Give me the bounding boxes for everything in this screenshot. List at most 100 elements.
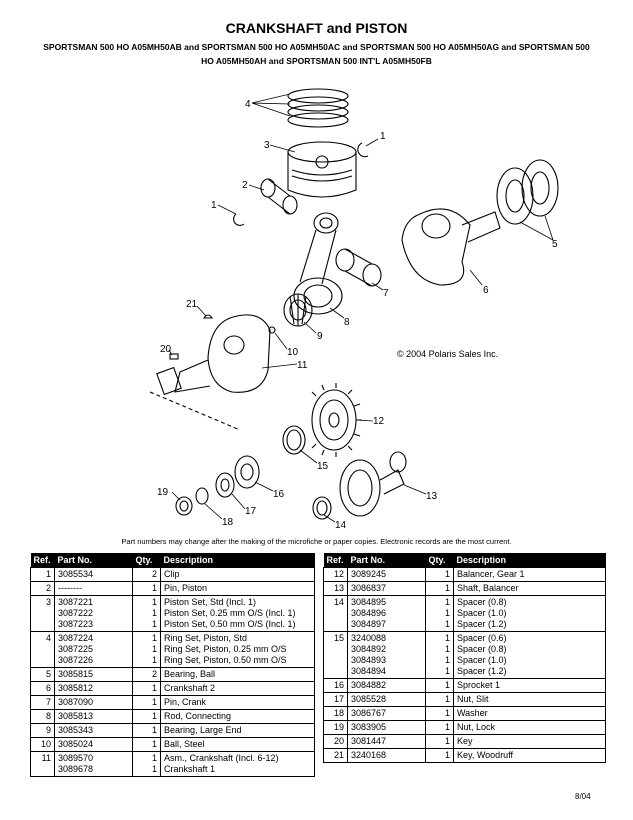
col-desc-header: Description: [453, 553, 606, 568]
cell-qty: 1: [132, 737, 161, 752]
cell-desc: Spacer (0.6) Spacer (0.8) Spacer (1.0) S…: [453, 631, 606, 679]
balancer-shaft: [339, 451, 407, 517]
callout-label: 2: [242, 180, 248, 191]
woodruff-key: [202, 314, 214, 319]
page-title: CRANKSHAFT and PISTON: [225, 20, 408, 36]
cell-part: 3085534: [54, 567, 133, 582]
spacer: [312, 496, 332, 520]
piston: [287, 141, 357, 198]
col-qty-header: Qty.: [425, 553, 454, 568]
col-part-header: Part No.: [347, 553, 426, 568]
cell-ref: 3: [30, 595, 55, 632]
cell-desc: Key, Woodruff: [453, 748, 606, 763]
clip: [233, 213, 245, 226]
cell-ref: 10: [30, 737, 55, 752]
cell-ref: 20: [323, 734, 348, 749]
cell-qty: 1: [132, 709, 161, 724]
cell-part: 3084882: [347, 678, 426, 693]
callout-label: 12: [373, 416, 385, 427]
piston-rings: [287, 88, 349, 128]
cell-qty: 1: [425, 748, 454, 763]
cell-qty: 1: [132, 723, 161, 738]
cell-ref: 1: [30, 567, 55, 582]
cell-qty: 2: [132, 567, 161, 582]
cell-qty: 1: [425, 581, 454, 596]
callout-label: 20: [160, 344, 172, 355]
part-number-note: Part numbers may change after the making…: [121, 537, 512, 546]
callout-label: 17: [245, 506, 257, 517]
cell-ref: 8: [30, 709, 55, 724]
steel-ball: [268, 326, 276, 334]
cell-desc: Key: [453, 734, 606, 749]
callout-label: 4: [245, 99, 251, 110]
connecting-rod: [293, 212, 343, 315]
callout-label: 19: [157, 487, 169, 498]
crankshaft-2: [401, 208, 501, 286]
cell-desc: Bearing, Ball: [160, 667, 315, 682]
model-subtitle: SPORTSMAN 500 HO A05MH50AB and SPORTSMAN…: [43, 42, 590, 66]
cell-ref: 17: [323, 692, 348, 707]
cell-qty: 1: [425, 567, 454, 582]
cell-qty: 1 1: [132, 751, 161, 777]
callout-label: 3: [264, 140, 270, 151]
col-ref-header: Ref.: [30, 553, 55, 568]
cell-ref: 9: [30, 723, 55, 738]
cell-part: 3085815: [54, 667, 133, 682]
cell-ref: 7: [30, 695, 55, 710]
cell-ref: 5: [30, 667, 55, 682]
cell-qty: 1: [425, 734, 454, 749]
cell-ref: 11: [30, 751, 55, 777]
lock-nut: [175, 496, 193, 516]
crank-pin: [335, 248, 382, 287]
washer: [195, 487, 209, 505]
ball-bearings: [496, 159, 559, 225]
cell-qty: 1: [425, 706, 454, 721]
cell-ref: 21: [323, 748, 348, 763]
cell-part: 3084895 3084896 3084897: [347, 595, 426, 632]
cell-desc: Asm., Crankshaft (Incl. 6-12) Crankshaft…: [160, 751, 315, 777]
piston-pin: [260, 178, 298, 215]
cell-part: 3083905: [347, 720, 426, 735]
cell-part: 3086837: [347, 581, 426, 596]
cell-ref: 13: [323, 581, 348, 596]
col-part-header: Part No.: [54, 553, 133, 568]
cell-desc: Piston Set, Std (Incl. 1) Piston Set, 0.…: [160, 595, 315, 632]
callout-label: 21: [186, 299, 198, 310]
callout-label: 5: [552, 239, 558, 250]
cell-part: 3086767: [347, 706, 426, 721]
cell-qty: 1: [425, 720, 454, 735]
callout-label: 16: [273, 489, 285, 500]
cell-ref: 12: [323, 567, 348, 582]
cell-part: 3087224 3087225 3087226: [54, 631, 133, 668]
cell-qty: 1: [425, 678, 454, 693]
cell-desc: Rod, Connecting: [160, 709, 315, 724]
cell-desc: Washer: [453, 706, 606, 721]
cell-part: 3085343: [54, 723, 133, 738]
cell-part: 3240168: [347, 748, 426, 763]
cell-ref: 15: [323, 631, 348, 679]
slit-nut: [215, 472, 235, 498]
cell-part: 3087090: [54, 695, 133, 710]
cell-part: 3085813: [54, 709, 133, 724]
cell-qty: 1 1 1: [132, 631, 161, 668]
callout-label: 8: [344, 317, 350, 328]
callout-label: 15: [317, 461, 329, 472]
col-qty-header: Qty.: [132, 553, 161, 568]
spacer: [282, 425, 306, 455]
